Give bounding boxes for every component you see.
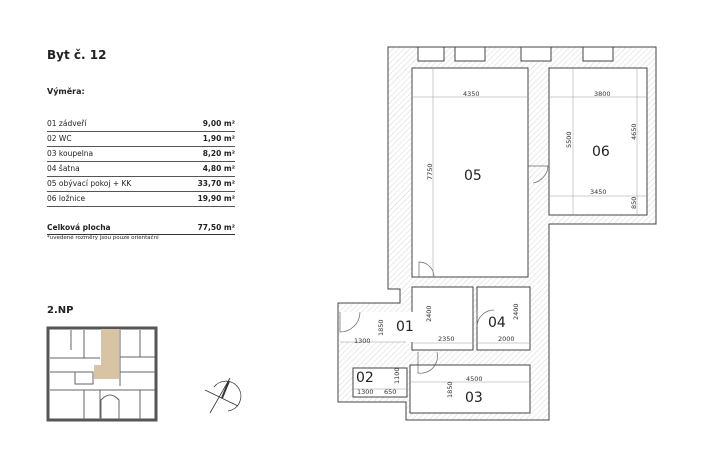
dim-label: 5500 (565, 131, 573, 148)
dim-label: 1100 (393, 367, 401, 384)
room-number-02: 02 (356, 370, 374, 386)
dim-label: 2400 (425, 305, 433, 322)
dimensions-note: *uvedené rozměry jsou pouze orientační (47, 235, 159, 241)
room-06 (548, 67, 648, 216)
area-heading: Výměra: (47, 87, 85, 96)
door-icons (339, 165, 549, 374)
room-label: 01 zádveří (47, 119, 87, 128)
room-number-06: 06 (592, 144, 610, 160)
room-04 (476, 286, 531, 351)
dim-label: 1850 (446, 381, 454, 398)
dim-label: 3800 (594, 90, 611, 98)
north-arrow-icon (204, 377, 242, 414)
room-area: 9,00 m² (202, 119, 235, 128)
dim-label: 850 (630, 197, 638, 209)
room-number-03: 03 (465, 390, 483, 406)
room-row: 01 zádveří 9,00 m² (47, 117, 235, 132)
floor-label: 2.NP (47, 305, 74, 316)
room-05 (411, 67, 529, 278)
room-label: 02 WC (47, 134, 72, 143)
room-row: 03 koupelna 8,20 m² (47, 147, 235, 162)
dim-label: 1850 (377, 319, 385, 336)
room-row: 06 ložnice 19,90 m² (47, 192, 235, 207)
room-label: 05 obývací pokoj + KK (47, 179, 132, 188)
room-row: 05 obývací pokoj + KK 33,70 m² (47, 177, 235, 192)
room-label: 03 koupelna (47, 149, 94, 158)
dim-label: 650 (384, 388, 396, 396)
dim-label: 3450 (590, 188, 607, 196)
room-label: 04 šatna (47, 164, 80, 173)
room-area: 1,90 m² (202, 134, 235, 143)
dim-label: 2350 (438, 335, 455, 343)
dim-label: 4500 (466, 375, 483, 383)
key-plan (46, 326, 158, 422)
dim-label: 4350 (463, 90, 480, 98)
room-02 (352, 367, 408, 398)
room-number-04: 04 (488, 315, 506, 331)
dim-label: 1300 (354, 337, 371, 345)
room-area: 19,90 m² (197, 194, 235, 203)
room-area: 4,80 m² (202, 164, 235, 173)
room-area: 33,70 m² (197, 179, 235, 188)
room-area-table: 01 zádveří 9,00 m² 02 WC 1,90 m² 03 koupel… (47, 117, 235, 207)
dim-label: 7750 (426, 163, 434, 180)
total-area: 77,50 m² (197, 223, 235, 232)
room-01 (411, 286, 474, 351)
dim-label: 4650 (630, 123, 638, 140)
room-number-01: 01 (396, 319, 414, 335)
room-label: 06 ložnice (47, 194, 86, 203)
room-number-05: 05 (464, 168, 482, 184)
room-01-annex (340, 312, 413, 342)
room-row: 04 šatna 4,80 m² (47, 162, 235, 177)
dim-label: 2400 (512, 303, 520, 320)
room-03 (409, 364, 531, 414)
dim-label: 2000 (498, 335, 515, 343)
apartment-title: Byt č. 12 (47, 48, 107, 62)
room-area: 8,20 m² (202, 149, 235, 158)
total-area-row: Celková plocha 77,50 m² (47, 222, 235, 235)
total-label: Celková plocha (47, 223, 111, 232)
room-row: 02 WC 1,90 m² (47, 132, 235, 147)
dim-label: 1300 (357, 388, 374, 396)
